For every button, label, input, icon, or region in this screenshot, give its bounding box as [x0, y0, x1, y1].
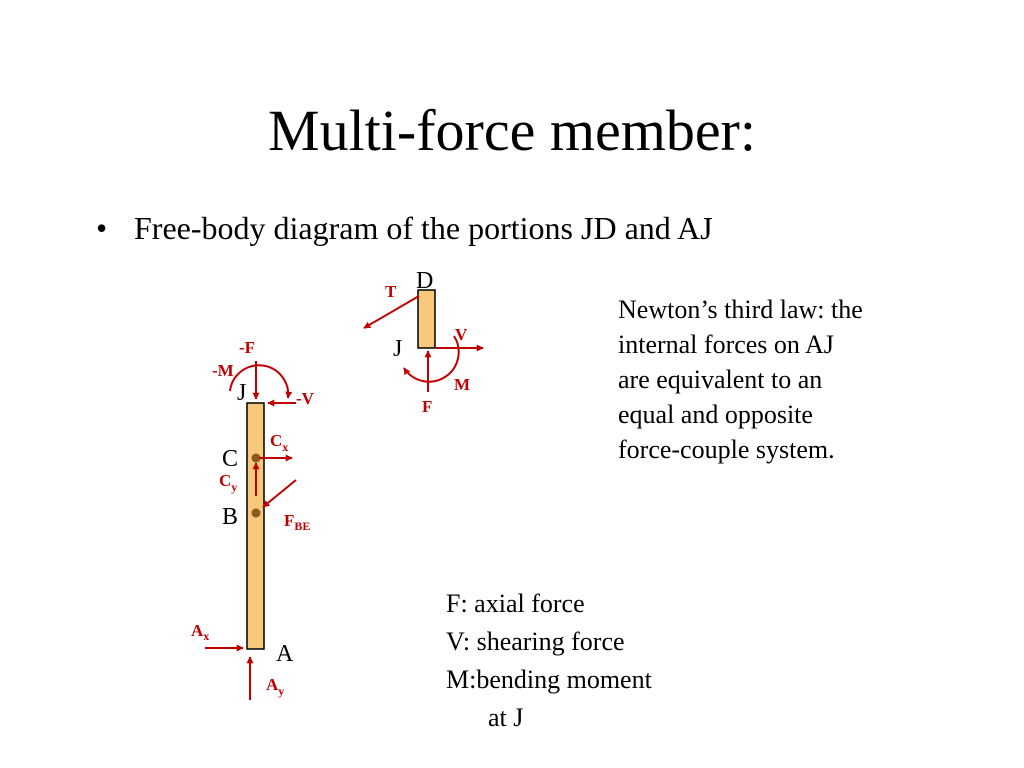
note-line: are equivalent to an — [618, 365, 823, 394]
force-ax-label: Ax — [191, 621, 209, 643]
force-fbe-label: FBE — [284, 511, 310, 533]
force-ax-base: A — [191, 621, 204, 640]
point-a-label: A — [276, 641, 294, 667]
force-cy-base: C — [219, 471, 231, 490]
force-cy-sub: y — [231, 480, 237, 494]
moment-m-arrow — [403, 335, 460, 383]
note-line: internal forces on AJ — [618, 330, 834, 359]
member-aj — [246, 402, 265, 650]
bullet-text: Free-body diagram of the portions JD and… — [134, 210, 713, 246]
moment-negm-label: -M — [212, 361, 234, 380]
force-ax-sub: x — [203, 629, 209, 643]
force-negf-label: -F — [239, 338, 255, 357]
force-fbe-sub: BE — [294, 519, 310, 533]
moment-m-label: M — [454, 375, 470, 394]
force-v-label: V — [455, 325, 468, 344]
force-cx-sub: x — [282, 440, 288, 454]
force-negv-label: -V — [296, 389, 315, 408]
slide-title: Multi-force member: — [268, 98, 756, 163]
note-line: equal and opposite — [618, 400, 813, 429]
legend-shear: V: shearing force — [446, 627, 625, 656]
force-fbe-base: F — [284, 511, 294, 530]
force-f-label: F — [422, 397, 432, 416]
bullet-glyph: • — [96, 210, 108, 246]
force-cx-base: C — [270, 431, 282, 450]
point-j-label-upper: J — [393, 336, 402, 362]
point-b-label: B — [222, 504, 238, 530]
pin-b — [251, 508, 261, 518]
force-t-label: T — [385, 282, 397, 301]
pin-c — [251, 453, 261, 463]
force-cx-label: Cx — [270, 431, 288, 454]
point-j-label-lower: J — [237, 380, 246, 406]
note-line: force-couple system. — [618, 435, 835, 464]
bullet-item: • Free-body diagram of the portions JD an… — [96, 206, 713, 250]
legend-moment: M:bending moment — [446, 665, 652, 694]
force-fbe-arrow — [262, 479, 297, 508]
note-line: Newton’s third law: the — [618, 295, 863, 324]
moment-negm-arrow — [229, 364, 293, 399]
force-ay-base: A — [266, 675, 279, 694]
legend-moment-cont: at J — [488, 703, 524, 732]
force-ay-sub: y — [278, 684, 284, 698]
force-legend: F: axial force V: shearing force M:bendi… — [446, 585, 652, 737]
legend-axial: F: axial force — [446, 589, 585, 618]
force-t-arrow — [363, 295, 420, 329]
point-c-label: C — [222, 446, 238, 472]
member-jd — [417, 289, 436, 349]
force-ay-label: Ay — [266, 675, 284, 698]
point-d-label: D — [416, 268, 433, 294]
force-cy-label: Cy — [219, 471, 237, 494]
newton-note: Newton’s third law: the internal forces … — [618, 292, 958, 467]
